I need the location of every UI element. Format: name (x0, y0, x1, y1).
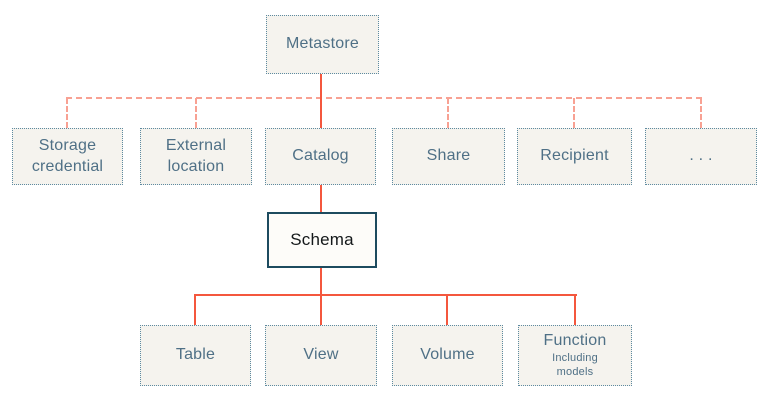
node-label: External location (165, 137, 227, 175)
node-recipient: Recipient (517, 128, 632, 185)
node-share: Share (392, 128, 505, 185)
node-ellipsis: . . . (645, 128, 757, 185)
node-label: Table (175, 346, 216, 364)
connector-dashed-recipient (573, 98, 575, 128)
node-external-location: External location (140, 128, 252, 185)
connector-dashed-more (700, 98, 702, 128)
connector-catalog-schema (320, 185, 322, 212)
node-label: Recipient (540, 147, 609, 165)
node-label: Metastore (286, 35, 359, 53)
connector-volume (446, 295, 448, 325)
node-view: View (265, 325, 377, 386)
connector-view (320, 295, 322, 325)
node-label: Catalog (292, 147, 349, 165)
node-sublabel: Including models (552, 352, 598, 379)
connector-table (194, 295, 196, 325)
connector-dashed-horizontal (66, 97, 702, 99)
node-metastore: Metastore (266, 15, 379, 74)
connector-dashed-storage-credential (66, 98, 68, 128)
node-function: Function Including models (518, 325, 632, 386)
node-label: Schema (290, 230, 354, 250)
connector-schema-down (320, 268, 322, 295)
node-label: Function (543, 332, 607, 350)
node-table: Table (140, 325, 251, 386)
node-catalog: Catalog (265, 128, 376, 185)
connector-metastore-catalog (320, 74, 322, 128)
node-schema: Schema (267, 212, 377, 268)
connector-solid-horizontal (194, 294, 577, 296)
node-label: Share (426, 147, 471, 165)
node-volume: Volume (392, 325, 503, 386)
node-label: . . . (689, 147, 713, 165)
node-label: Storage credential (31, 137, 104, 175)
connector-dashed-external-location (195, 98, 197, 128)
node-label: Volume (420, 346, 475, 364)
node-storage-credential: Storage credential (12, 128, 123, 185)
node-label: View (303, 346, 339, 364)
connector-function (574, 295, 576, 325)
connector-dashed-share (447, 98, 449, 128)
